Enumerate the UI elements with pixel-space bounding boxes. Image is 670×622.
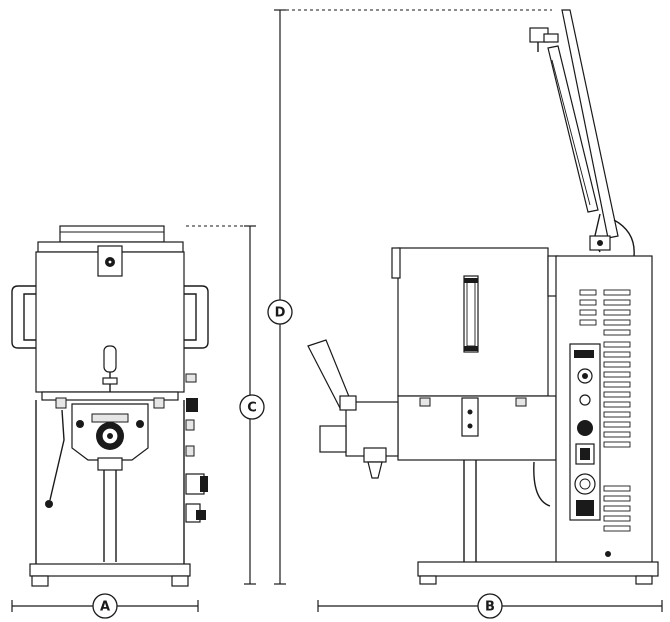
- callout-a-label: A: [100, 600, 110, 615]
- front-lid: [59, 225, 165, 243]
- front-view: [11, 225, 209, 587]
- callout-b: B: [477, 593, 503, 619]
- front-handle-left: [11, 285, 36, 349]
- callout-c: C: [239, 394, 265, 420]
- side-view: [307, 9, 659, 585]
- callout-c-label: C: [247, 401, 257, 416]
- side-sight-window: [463, 275, 479, 353]
- front-base: [29, 563, 191, 577]
- side-lid-arm: [561, 9, 619, 239]
- callout-d-label: D: [275, 306, 286, 321]
- dimension-d: [274, 9, 552, 585]
- callout-a: A: [92, 593, 118, 619]
- side-base: [417, 561, 659, 577]
- front-cable: [49, 409, 65, 501]
- callout-b-label: B: [485, 600, 495, 615]
- callout-d: D: [267, 299, 293, 325]
- front-center-lever: [103, 345, 117, 373]
- front-handle-right: [184, 285, 209, 349]
